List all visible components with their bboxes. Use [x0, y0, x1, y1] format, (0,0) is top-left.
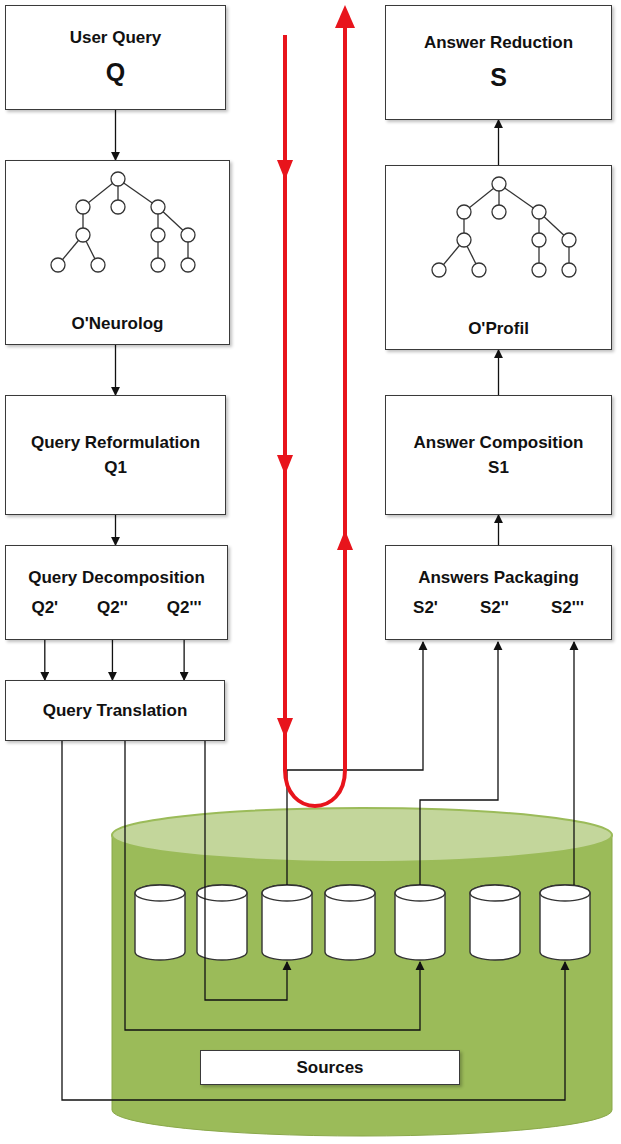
source-store [112, 808, 612, 1136]
query-wires [62, 741, 565, 1100]
flow-connector [112, 640, 113, 680]
flow-connector [115, 345, 116, 395]
tree-icon [409, 174, 589, 299]
box-label: S2'' [480, 597, 509, 618]
box-label: O'Profil [468, 318, 529, 339]
sources-box: Sources [200, 1050, 460, 1085]
box-label: Q [106, 57, 125, 88]
box-label: Query Decomposition [28, 567, 205, 588]
label-row: S2' S2'' S2''' [392, 593, 605, 618]
box-label: Sources [296, 1057, 363, 1078]
ontology-box: O'Profil [385, 165, 612, 350]
box-label: Answer Reduction [424, 32, 573, 53]
process-box: Answers PackagingS2' S2'' S2''' [385, 545, 612, 640]
flow-connector [183, 640, 184, 680]
process-box: Answer CompositionS1 [385, 395, 612, 515]
ontology-box: O'Neurolog [5, 160, 230, 345]
box-label: S [490, 62, 507, 93]
answer-wires [287, 642, 574, 885]
box-label: User Query [70, 27, 162, 48]
box-label: S2''' [551, 597, 584, 618]
tree-icon [28, 169, 208, 294]
label-row: Q2' Q2'' Q2''' [12, 593, 221, 618]
flow-connector [115, 110, 116, 160]
process-box: Query ReformulationQ1 [5, 395, 226, 515]
flow-connector [115, 515, 116, 545]
box-label: Answer Composition [413, 432, 583, 453]
box-label: Q2''' [167, 597, 202, 618]
process-box: Query Translation [5, 680, 225, 741]
database-cylinders [135, 885, 590, 960]
box-label: Q2'' [97, 597, 128, 618]
flow-connector [44, 640, 45, 680]
process-box: Query DecompositionQ2' Q2'' Q2''' [5, 545, 228, 640]
flow-arrow [277, 5, 355, 806]
box-label: Q2' [31, 597, 58, 618]
box-label: Q1 [104, 457, 127, 478]
box-label: S1 [488, 457, 509, 478]
flow-connector [498, 515, 499, 545]
box-label: Answers Packaging [418, 567, 579, 588]
flow-connector [498, 120, 499, 165]
box-label: S2' [413, 597, 438, 618]
result-box: Answer ReductionS [385, 5, 612, 120]
box-label: Query Translation [43, 700, 188, 721]
box-label: Query Reformulation [31, 432, 200, 453]
box-label: O'Neurolog [72, 313, 164, 334]
query-box: User QueryQ [5, 5, 226, 110]
flow-connector [498, 350, 499, 395]
